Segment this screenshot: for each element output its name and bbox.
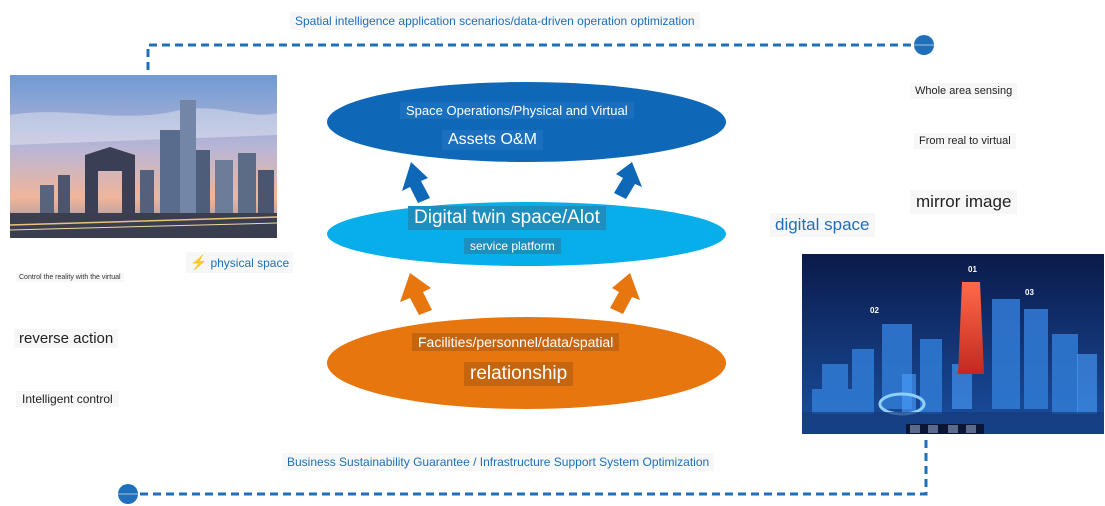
bottom-layer-line2: relationship <box>464 362 574 386</box>
bottom-dashed-line <box>130 440 928 496</box>
landmark-tower <box>958 282 984 374</box>
mirror-image-label: mirror image <box>910 190 1018 214</box>
arrow-blue-left <box>402 162 430 203</box>
whole-area-sensing-label: Whole area sensing <box>910 83 1018 99</box>
arrow-orange-right <box>610 273 640 314</box>
control-note: Control the reality with the virtual <box>16 273 124 282</box>
digital-space-label: digital space <box>770 213 875 237</box>
map-label-1: 01 <box>968 265 977 274</box>
arrow-orange-left <box>400 273 432 315</box>
lightning-icon: ⚡ <box>190 254 208 270</box>
physical-space-photo <box>10 75 277 238</box>
reverse-action-label: reverse action <box>14 329 119 348</box>
bottom-layer-line1: Facilities/personnel/data/spatial <box>412 333 620 351</box>
top-layer-line2: Assets O&M <box>442 130 543 150</box>
top-dashed-line <box>146 43 922 70</box>
bottom-banner: Business Sustainability Guarantee / Infr… <box>282 453 715 471</box>
map-label-2: 02 <box>870 306 879 315</box>
arrow-blue-right <box>614 162 642 199</box>
top-banner: Spatial intelligence application scenari… <box>290 12 700 30</box>
real-to-virtual-label: From real to virtual <box>914 133 1016 149</box>
mid-layer-line1: Digital twin space/Alot <box>408 206 606 230</box>
map-toolbar <box>910 425 976 433</box>
digital-space-map <box>802 254 1104 434</box>
map-label-3: 03 <box>1025 288 1034 297</box>
intelligent-control-label: Intelligent control <box>16 391 119 407</box>
mid-layer-line2: service platform <box>464 238 561 254</box>
physical-space-label: ⚡ physical space <box>186 252 294 273</box>
top-layer-line1: Space Operations/Physical and Virtual <box>400 102 634 119</box>
